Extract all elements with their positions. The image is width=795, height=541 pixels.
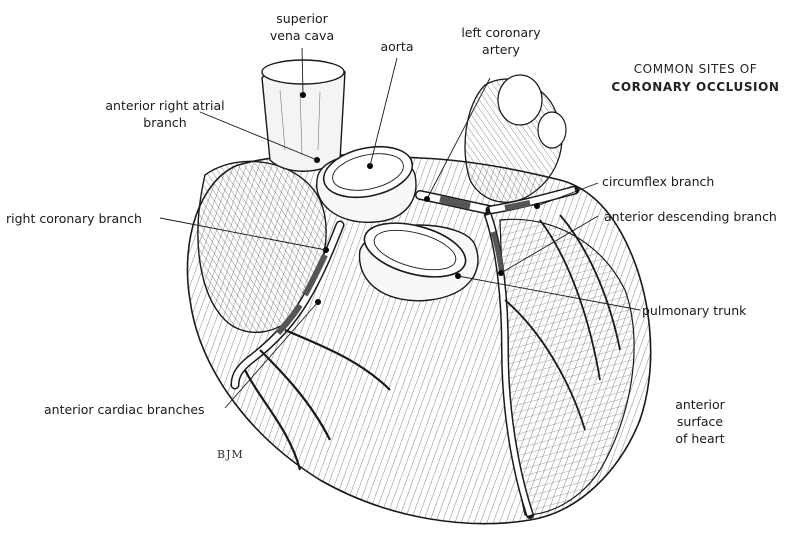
title-line-1: COMMON SITES OF [598,60,793,78]
label-pulmonary-trunk: pulmonary trunk [642,302,746,319]
label-circumflex-branch: circumflex branch [602,173,714,190]
label-anterior-descending-branch: anterior descending branch [604,208,777,225]
label-right-coronary-branch: right coronary branch [6,210,142,227]
label-aorta: aorta [372,38,422,55]
diagram-title: COMMON SITES OF CORONARY OCCLUSION [598,60,793,96]
label-anterior-cardiac-branches: anterior cardiac branches [44,401,205,418]
title-line-2: CORONARY OCCLUSION [598,78,793,96]
label-superior-vena-cava: superior vena cava [252,10,352,44]
label-left-coronary-artery: left coronary artery [446,24,556,58]
label-anterior-surface-of-heart: anterior surface of heart [655,396,745,447]
artist-signature: BJM [217,448,244,461]
label-anterior-right-atrial-branch: anterior right atrial branch [90,97,240,131]
